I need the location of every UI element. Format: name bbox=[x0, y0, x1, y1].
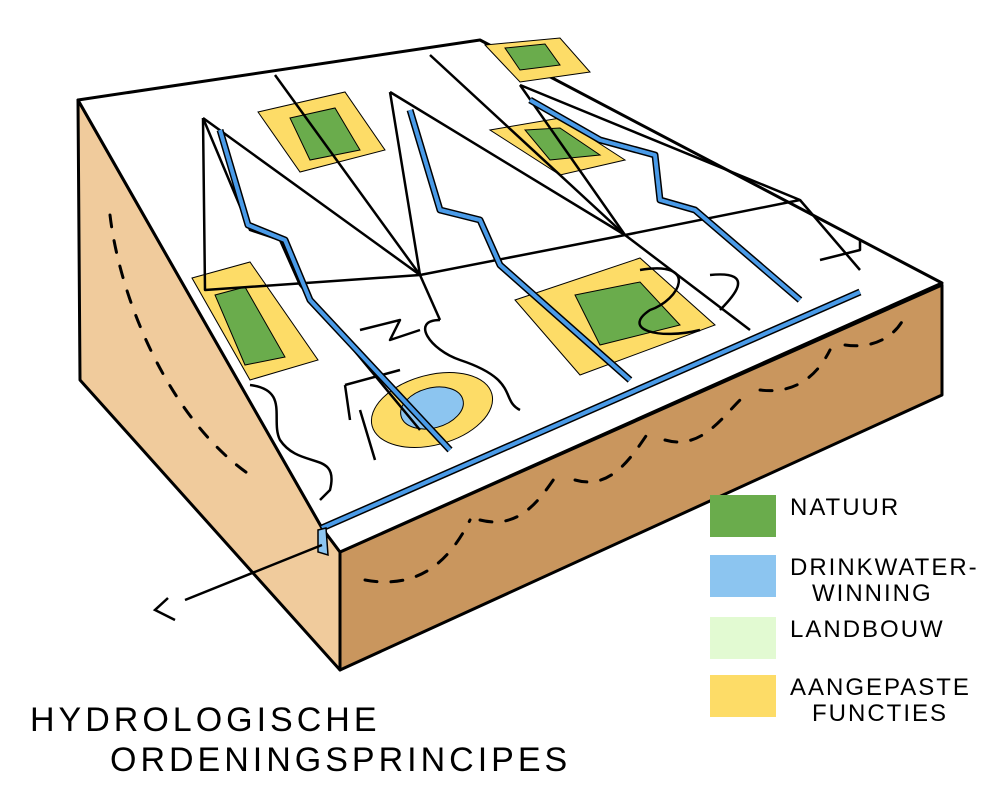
legend-swatch-natuur bbox=[710, 495, 776, 537]
diagram-title: HYDROLOGISCHE ORDENINGSPRINCIPES bbox=[30, 700, 571, 780]
legend-label-line2: winning bbox=[812, 580, 933, 607]
legend-label: Drinkwater- bbox=[790, 554, 979, 581]
legend-label-line2: functies bbox=[812, 700, 948, 727]
outlet-pipe bbox=[317, 527, 329, 557]
legend-label-block: Aangepaste functies bbox=[790, 675, 971, 727]
title-line-1: HYDROLOGISCHE bbox=[30, 701, 381, 739]
top-surface bbox=[76, 38, 944, 554]
legend-item-aangepaste-functies: Aangepaste functies bbox=[710, 675, 971, 727]
outflow-arrow bbox=[152, 543, 323, 622]
nature-zones bbox=[191, 37, 716, 448]
legend-swatch-landbouw bbox=[710, 617, 776, 659]
legend-label: Aangepaste bbox=[790, 674, 971, 701]
legend-swatch-aangepast bbox=[710, 675, 776, 717]
legend-item-natuur: Natuur bbox=[710, 495, 900, 537]
legend-label-block: Drinkwater- winning bbox=[790, 555, 979, 607]
legend-item-drinkwaterwinning: Drinkwater- winning bbox=[710, 555, 979, 607]
legend-swatch-drinkwater bbox=[710, 555, 776, 597]
legend-label: Landbouw bbox=[790, 616, 945, 643]
legend-item-landbouw: Landbouw bbox=[710, 617, 945, 659]
title-line-2: ORDENINGSPRINCIPES bbox=[110, 741, 572, 779]
legend-label: Natuur bbox=[790, 494, 901, 521]
drainage-channels-fill bbox=[218, 98, 861, 530]
groundwater-flow-arrows bbox=[108, 213, 907, 584]
